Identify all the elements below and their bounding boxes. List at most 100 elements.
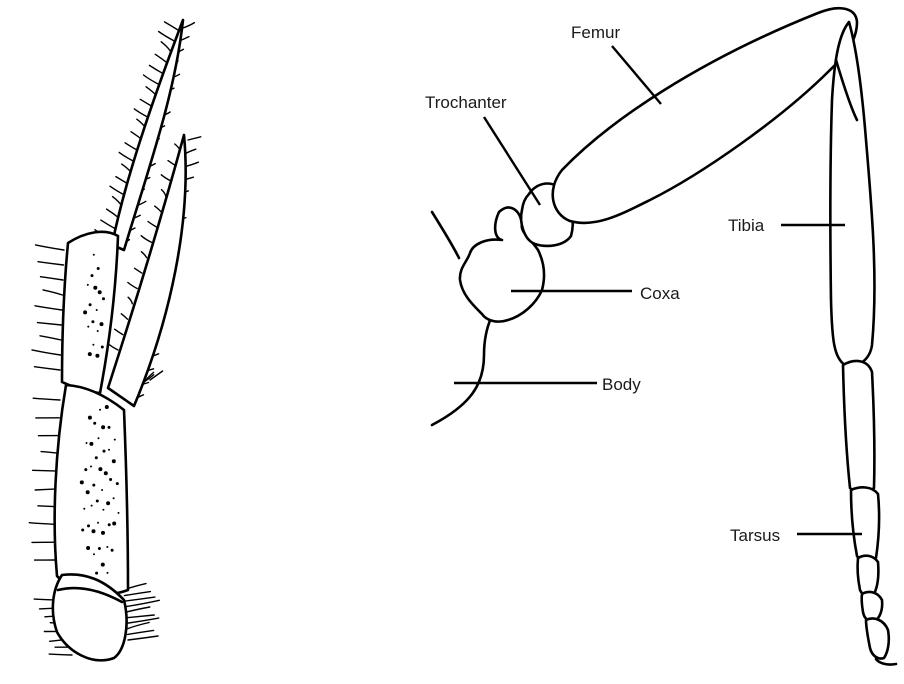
speckle	[95, 354, 99, 358]
speckle	[105, 405, 109, 409]
bristle	[33, 398, 60, 400]
speckle	[87, 284, 89, 286]
coxa-label: Coxa	[640, 284, 680, 303]
bristle	[43, 290, 63, 295]
speckle	[111, 549, 114, 552]
speckle	[101, 346, 104, 349]
bristle	[141, 252, 146, 258]
bristle	[135, 268, 142, 273]
bristle	[126, 607, 150, 612]
speckle	[86, 490, 90, 494]
speckle	[87, 326, 89, 328]
tarsus-label: Tarsus	[730, 526, 780, 545]
speckle	[80, 480, 84, 484]
bristle	[162, 190, 166, 197]
bristle	[35, 489, 57, 490]
femur-label: Femur	[571, 23, 620, 42]
speckle	[107, 572, 109, 574]
speckle	[112, 522, 116, 526]
speckle	[97, 522, 99, 524]
speckle	[104, 471, 108, 475]
speckle	[97, 330, 99, 332]
bristle	[148, 222, 156, 227]
tarsal-claw	[876, 659, 896, 665]
speckle	[118, 512, 120, 514]
body-connector	[432, 212, 459, 258]
femur-leader	[612, 46, 661, 104]
bristle	[155, 54, 167, 63]
speckle	[99, 409, 101, 411]
speckle	[92, 484, 95, 487]
speckle	[102, 297, 105, 300]
bristle	[125, 600, 159, 606]
speckle	[93, 422, 96, 425]
bristle	[49, 654, 72, 655]
speckle	[101, 489, 103, 491]
speckle	[96, 500, 99, 503]
bristle	[188, 137, 201, 140]
tibia-segment	[830, 22, 874, 366]
speckle	[91, 274, 94, 277]
labeled-insect-leg: Femur Trochanter Tibia Coxa Body Tarsus	[425, 8, 896, 664]
speckle	[95, 572, 98, 575]
bristle	[185, 149, 196, 154]
tarsus-segment-1	[843, 361, 874, 493]
speckle	[89, 303, 92, 306]
bristle	[144, 75, 161, 85]
body-label: Body	[602, 375, 641, 394]
speckle	[98, 437, 100, 439]
speckle	[92, 344, 94, 346]
bristle	[165, 22, 179, 30]
speckle	[91, 505, 93, 507]
speckle	[98, 547, 101, 550]
speckle	[113, 497, 115, 499]
speckle	[108, 523, 111, 526]
speckle	[103, 450, 106, 453]
bristle	[126, 615, 154, 618]
speckle	[86, 442, 88, 444]
speckle	[83, 508, 85, 510]
bristle	[155, 206, 161, 211]
speckle	[95, 456, 98, 459]
speckle	[101, 563, 105, 567]
bristle	[38, 262, 64, 265]
bristle	[35, 306, 62, 310]
speckle	[90, 466, 92, 468]
bristle	[128, 297, 132, 304]
bristle	[161, 175, 170, 181]
trochanter-label: Trochanter	[425, 93, 507, 112]
speckle	[93, 254, 95, 256]
bristle	[149, 65, 164, 74]
bristle	[36, 245, 65, 250]
speckle	[93, 553, 95, 555]
speckle	[112, 459, 116, 463]
bristle	[128, 636, 158, 640]
speckle	[88, 416, 92, 420]
bristle	[125, 597, 155, 601]
bristle	[35, 367, 61, 370]
speckle	[106, 501, 110, 505]
speckle	[101, 531, 105, 535]
speckle	[101, 425, 105, 429]
bristle	[33, 470, 58, 471]
bristle	[159, 32, 175, 42]
bristle	[41, 452, 58, 454]
speckle	[97, 267, 100, 270]
speckle	[83, 310, 87, 314]
speckle	[87, 524, 90, 527]
speckle	[98, 290, 102, 294]
speckle	[109, 478, 112, 481]
bristle	[128, 283, 137, 289]
bristle	[141, 236, 151, 243]
speckle	[93, 286, 97, 290]
speckle	[106, 546, 108, 548]
speckle	[88, 352, 92, 356]
bristle	[29, 523, 56, 525]
speckle	[81, 529, 84, 532]
bristle	[101, 220, 116, 229]
body-outline	[432, 318, 491, 425]
bristle	[168, 161, 175, 166]
speckle	[108, 426, 111, 429]
speckle	[96, 309, 98, 311]
